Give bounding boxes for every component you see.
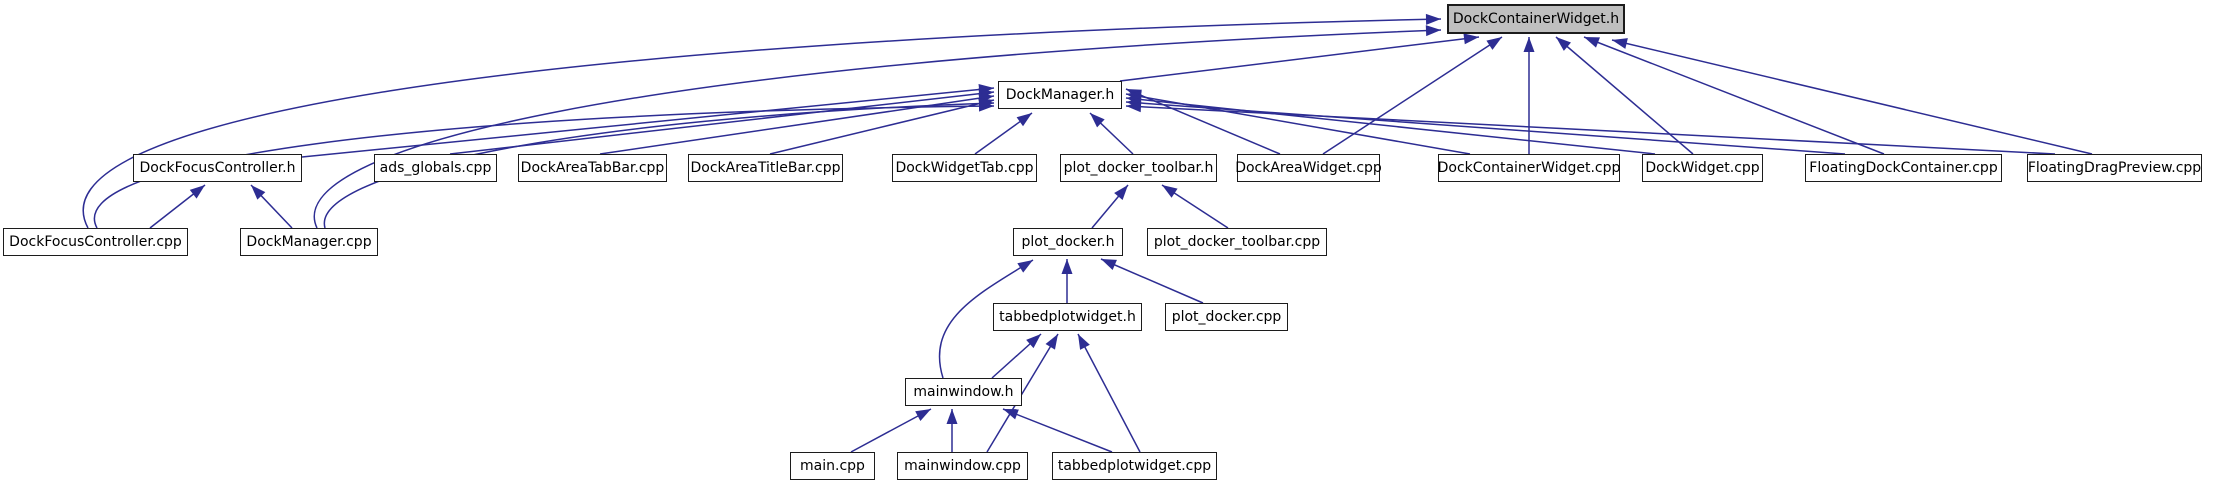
arrowhead-icon xyxy=(1523,37,1535,52)
graph-edge-plot-docker-cpp-to-plot-docker-h xyxy=(1100,258,1204,304)
arrowhead-icon xyxy=(1556,37,1571,51)
arrowhead-icon xyxy=(251,185,266,200)
arrowhead-icon xyxy=(915,409,931,421)
graph-node-dockareawidget-cpp[interactable]: DockAreaWidget.cpp xyxy=(1235,154,1382,182)
arrowhead-icon xyxy=(1090,113,1105,128)
graph-edge-dockfocuscontroller-cpp-to-dockfocuscontroller-h xyxy=(149,184,206,229)
graph-edge-tabbedplotwidget-h-to-plot-docker-h xyxy=(1061,259,1073,303)
arrowhead-icon xyxy=(1101,259,1117,270)
graph-node-main-cpp[interactable]: main.cpp xyxy=(790,452,875,480)
graph-edge-mainwindow-h-to-tabbedplotwidget-h xyxy=(991,333,1042,379)
graph-edge-dockfocuscontroller-cpp-to-dockcontainerwidget-h xyxy=(82,13,1442,229)
arrowhead-icon xyxy=(1612,38,1628,49)
graph-node-dockmanager-cpp[interactable]: DockManager.cpp xyxy=(240,228,378,256)
arrowhead-icon xyxy=(1061,259,1073,274)
graph-node-dockfocuscontroller-h[interactable]: DockFocusController.h xyxy=(133,154,302,182)
arrowhead-icon xyxy=(1425,25,1441,37)
graph-node-tabbedplotwidget-h[interactable]: tabbedplotwidget.h xyxy=(993,303,1142,331)
arrowhead-icon xyxy=(1584,37,1600,48)
graph-edge-tabbedplotwidget-cpp-to-tabbedplotwidget-h xyxy=(1077,333,1141,453)
graph-edge-floatingdockcontainer-cpp-to-dockcontainerwidget-h xyxy=(1583,36,1885,155)
arrowhead-icon xyxy=(1078,334,1090,350)
arrowhead-icon xyxy=(1425,13,1441,25)
arrowhead-icon xyxy=(978,98,994,110)
graph-edge-dockcontainerwidget-cpp-to-dockcontainerwidget-h xyxy=(1523,37,1535,154)
graph-edge-floatingdragpreview-cpp-to-dockmanager-h xyxy=(1125,101,2056,155)
arrowhead-icon xyxy=(1114,185,1128,201)
graph-edge-dockmanager-cpp-to-dockcontainerwidget-h xyxy=(313,25,1442,229)
graph-node-floatingdockcontainer-cpp[interactable]: FloatingDockContainer.cpp xyxy=(1805,154,2002,182)
graph-node-dockfocuscontroller-cpp[interactable]: DockFocusController.cpp xyxy=(3,228,188,256)
graph-node-dockcontainerwidget-h[interactable]: DockContainerWidget.h xyxy=(1447,4,1625,34)
graph-edge-tabbedplotwidget-cpp-to-mainwindow-h xyxy=(1002,408,1113,453)
graph-edge-mainwindow-h-to-plot-docker-h xyxy=(938,259,1034,379)
graph-node-dockareatitlebar-cpp[interactable]: DockAreaTitleBar.cpp xyxy=(688,154,843,182)
graph-edge-mainwindow-cpp-to-mainwindow-h xyxy=(946,409,958,452)
arrowhead-icon xyxy=(1045,334,1058,350)
graph-node-plot-docker-toolbar-h[interactable]: plot_docker_toolbar.h xyxy=(1060,154,1217,182)
graph-node-dockcontainerwidget-cpp[interactable]: DockContainerWidget.cpp xyxy=(1438,154,1620,182)
graph-edge-mainwindow-cpp-to-tabbedplotwidget-h xyxy=(986,333,1059,453)
graph-edge-dockareatabbar-cpp-to-dockmanager-h xyxy=(599,92,995,155)
graph-edge-dockwidget-cpp-to-dockcontainerwidget-h xyxy=(1555,36,1694,155)
graph-edge-dockmanager-h-to-dockcontainerwidget-h xyxy=(1119,33,1480,82)
graph-edge-dockmanager-cpp-to-dockmanager-h xyxy=(323,98,995,229)
arrowhead-icon xyxy=(1162,185,1178,198)
graph-node-plot-docker-toolbar-cpp[interactable]: plot_docker_toolbar.cpp xyxy=(1147,228,1327,256)
arrowhead-icon xyxy=(1126,101,1142,113)
graph-edge-dockmanager-cpp-to-dockfocuscontroller-h xyxy=(250,184,293,229)
graph-edge-dockwidget-cpp-to-dockmanager-h xyxy=(1125,94,1656,155)
graph-edge-floatingdragpreview-cpp-to-dockcontainerwidget-h xyxy=(1611,38,2093,155)
graph-edge-dockwidgettab-cpp-to-dockmanager-h xyxy=(974,112,1033,155)
graph-edge-plot-docker-toolbar-h-to-dockmanager-h xyxy=(1089,112,1134,155)
graph-node-plot-docker-cpp[interactable]: plot_docker.cpp xyxy=(1165,303,1288,331)
graph-node-tabbedplotwidget-cpp[interactable]: tabbedplotwidget.cpp xyxy=(1052,452,1217,480)
graph-edge-plot-docker-h-to-plot-docker-toolbar-h xyxy=(1091,184,1129,229)
graph-edge-main-cpp-to-mainwindow-h xyxy=(850,408,932,453)
arrowhead-icon xyxy=(1017,260,1033,273)
graph-node-dockwidget-cpp[interactable]: DockWidget.cpp xyxy=(1642,154,1763,182)
arrowhead-icon xyxy=(1003,409,1019,420)
arrowhead-icon xyxy=(1016,113,1032,127)
arrowhead-icon xyxy=(1486,37,1502,50)
graph-edge-plot-docker-toolbar-cpp-to-plot-docker-toolbar-h xyxy=(1161,184,1229,229)
arrowhead-icon xyxy=(1463,33,1479,45)
graph-node-floatingdragpreview-cpp[interactable]: FloatingDragPreview.cpp xyxy=(2027,154,2202,182)
graph-node-dockareatabbar-cpp[interactable]: DockAreaTabBar.cpp xyxy=(518,154,667,182)
graph-node-ads-globals-cpp[interactable]: ads_globals.cpp xyxy=(374,154,497,182)
graph-edge-dockareawidget-cpp-to-dockmanager-h xyxy=(1125,88,1281,155)
arrowhead-icon xyxy=(189,185,205,199)
graph-edge-dockfocuscontroller-h-to-dockmanager-h xyxy=(301,84,995,158)
arrowhead-icon xyxy=(1026,334,1041,349)
graph-node-mainwindow-cpp[interactable]: mainwindow.cpp xyxy=(897,452,1028,480)
arrowhead-icon xyxy=(946,409,958,424)
graph-node-dockmanager-h[interactable]: DockManager.h xyxy=(998,81,1122,109)
graph-node-dockwidgettab-cpp[interactable]: DockWidgetTab.cpp xyxy=(892,154,1037,182)
graph-node-plot-docker-h[interactable]: plot_docker.h xyxy=(1013,228,1123,256)
graph-edge-dockareawidget-cpp-to-dockcontainerwidget-h xyxy=(1322,36,1503,155)
graph-node-mainwindow-h[interactable]: mainwindow.h xyxy=(905,378,1022,406)
